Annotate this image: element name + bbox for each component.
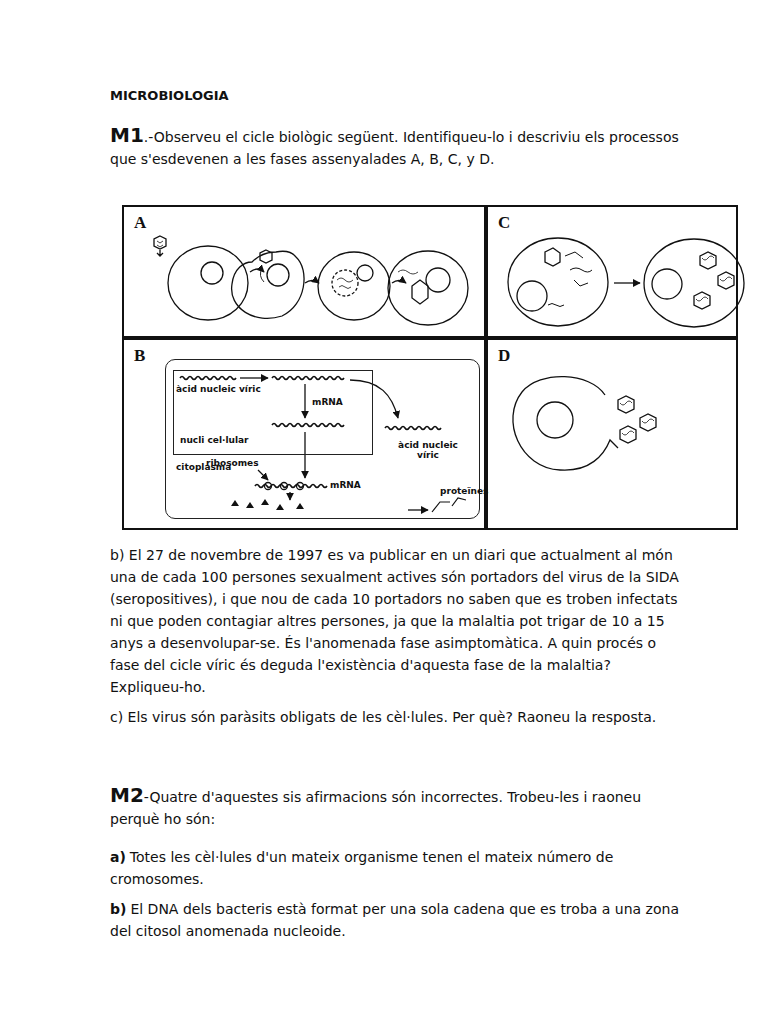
panel-letter: D xyxy=(498,346,510,366)
region-label: nucli cel·lular xyxy=(180,435,248,445)
statement-text: El DNA dels bacteris està format per una… xyxy=(110,901,679,939)
host-cell xyxy=(168,246,248,320)
heading-number: M2 xyxy=(110,783,144,807)
heading-number: M1 xyxy=(110,123,144,147)
panel: C xyxy=(486,205,738,338)
part-label: àcid nucleic víric xyxy=(176,384,271,394)
paragraph: M1.-Observeu el cicle biològic següent. … xyxy=(110,124,680,170)
question-text: c) Els virus són paràsits obligats de le… xyxy=(110,709,656,725)
cell-outline: citoplasmanucli cel·lular xyxy=(165,359,480,519)
panel: Bcitoplasmanucli cel·lular xyxy=(122,338,486,530)
nucleic-acid-strand xyxy=(180,377,236,380)
paragraph: M2-Quatre d'aquestes sis afirmacions són… xyxy=(110,784,680,830)
question-text: -Quatre d'aquestes sis afirmacions són i… xyxy=(110,789,641,827)
lysed-cell xyxy=(513,377,618,471)
host-cell xyxy=(508,238,608,326)
virus xyxy=(154,236,166,249)
paragraph: b)El DNA dels bacteris està format per u… xyxy=(110,898,680,942)
item-letter: a) xyxy=(110,849,126,865)
nucleic-acid-strand xyxy=(255,485,327,488)
nucleus-box: nucli cel·lular xyxy=(173,370,373,455)
part-label: mRNA xyxy=(312,397,352,407)
panel: A xyxy=(122,205,486,338)
panel-letter: C xyxy=(498,213,510,233)
nucleic-acid-strand xyxy=(272,424,344,427)
paragraph: c) Els virus són paràsits obligats de le… xyxy=(110,706,680,728)
panel-letter: A xyxy=(134,213,146,233)
paragraph: a)Totes les cèl·lules d'un mateix organi… xyxy=(110,846,680,890)
nucleic-acid-strand xyxy=(385,427,441,430)
part-label: proteïnes xyxy=(440,486,488,496)
part-label: ribosomes xyxy=(206,458,266,468)
panel: D xyxy=(486,338,738,530)
paragraph: b) El 27 de novembre de 1997 es va publi… xyxy=(110,544,680,698)
statement-text: Totes les cèl·lules d'un mateix organism… xyxy=(110,849,613,887)
part-label: àcid nucleic víric xyxy=(398,440,458,461)
item-letter: b) xyxy=(110,901,126,917)
host-cell xyxy=(232,251,304,318)
part-label: mRNA xyxy=(330,480,370,490)
question-text: b) El 27 de novembre de 1997 es va publi… xyxy=(110,547,679,695)
nucleic-acid-strand xyxy=(272,377,344,380)
host-cell xyxy=(318,252,390,320)
host-cell xyxy=(644,239,744,327)
panel-letter: B xyxy=(134,346,145,366)
page-title: MICROBIOLOGIA xyxy=(110,88,229,103)
host-cell xyxy=(388,251,468,325)
question-text: .-Observeu el cicle biològic següent. Id… xyxy=(110,129,679,167)
